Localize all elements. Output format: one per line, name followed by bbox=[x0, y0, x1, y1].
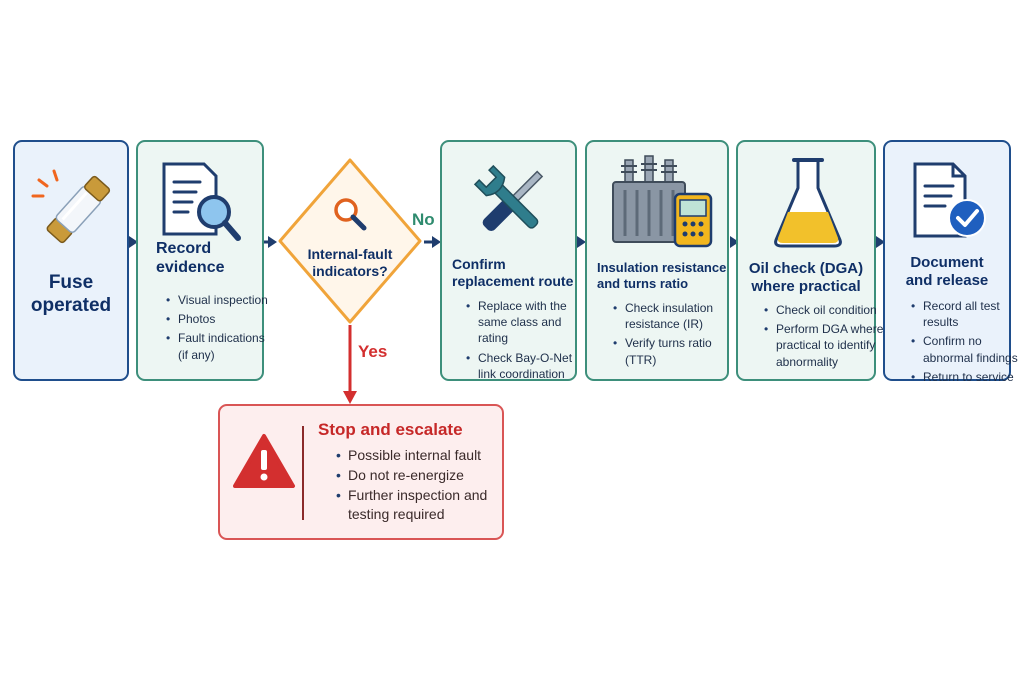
confirm-list: Replace with the same class and rating C… bbox=[464, 298, 590, 385]
step-confirm-replacement: Confirm replacement route Replace with t… bbox=[440, 140, 577, 381]
decision-internal-fault: Internal-fault indicators? bbox=[276, 156, 424, 326]
escalate-divider bbox=[302, 426, 304, 520]
arrow-decision-to-confirm bbox=[424, 234, 442, 250]
oil-title: Oil check (DGA) where practical bbox=[748, 260, 864, 295]
document-title: Document and release bbox=[905, 254, 989, 289]
list-item: Check oil condition bbox=[764, 302, 888, 318]
transformer-meter-icon bbox=[607, 154, 717, 250]
tools-icon bbox=[468, 160, 554, 244]
list-item: Verify turns ratio (TTR) bbox=[613, 335, 741, 367]
list-item: Perform DGA where practical to identify … bbox=[764, 321, 888, 370]
arrow-insulation-to-oil bbox=[729, 234, 741, 250]
magnifier-icon bbox=[332, 196, 368, 232]
step-oil-check: Oil check (DGA) where practical Check oi… bbox=[736, 140, 883, 381]
list-item: Check insulation resistance (IR) bbox=[613, 300, 741, 332]
insulation-list: Check insulation resistance (IR) Verify … bbox=[611, 300, 741, 371]
list-item: Photos bbox=[166, 311, 276, 327]
decision-title: Internal-fault indicators? bbox=[307, 246, 393, 279]
list-item: Further inspection and testing required bbox=[336, 486, 516, 522]
flask-icon bbox=[772, 154, 844, 250]
document-list: Record all test results Confirm no abnor… bbox=[909, 298, 1024, 388]
record-title: Record evidence bbox=[156, 240, 225, 277]
document-check-icon bbox=[907, 160, 993, 244]
oil-list: Check oil condition Perform DGA where pr… bbox=[762, 302, 888, 373]
list-item: Confirm no abnormal findings bbox=[911, 333, 1024, 365]
step-fuse-operated: Fuse operated bbox=[13, 140, 129, 381]
branch-no-label: No bbox=[412, 210, 435, 229]
confirm-title: Confirm replacement route bbox=[452, 256, 574, 289]
fuse-title: Fuse operated bbox=[30, 272, 112, 316]
arrow-record-to-decision bbox=[264, 234, 278, 250]
escalate-list: Possible internal fault Do not re-energi… bbox=[334, 446, 516, 526]
escalate-title: Stop and escalate bbox=[318, 420, 463, 439]
list-item: Return to service bbox=[911, 369, 1024, 385]
step-document-release: Document and release Record all test res… bbox=[883, 140, 1018, 385]
step-record-evidence: Record evidence Visual inspection Photos… bbox=[136, 140, 268, 381]
fuse-icon bbox=[27, 166, 119, 250]
insulation-title: Insulation resistance and turns ratio bbox=[597, 260, 727, 291]
list-item: Replace with the same class and rating bbox=[466, 298, 590, 347]
list-item: Do not re-energize bbox=[336, 466, 516, 484]
step-stop-escalate: Stop and escalate Possible internal faul… bbox=[218, 404, 504, 540]
arrow-fuse-to-record bbox=[129, 234, 139, 250]
record-list: Visual inspection Photos Fault indicatio… bbox=[164, 292, 276, 366]
arrow-decision-to-escalate bbox=[342, 325, 358, 405]
list-item: Visual inspection bbox=[166, 292, 276, 308]
list-item: Record all test results bbox=[911, 298, 1024, 330]
branch-yes-label: Yes bbox=[358, 342, 388, 361]
list-item: Possible internal fault bbox=[336, 446, 516, 464]
arrow-confirm-to-insulation bbox=[577, 234, 587, 250]
step-insulation-turns: Insulation resistance and turns ratio Ch… bbox=[585, 140, 729, 381]
document-search-icon bbox=[156, 160, 246, 246]
warning-icon bbox=[232, 432, 296, 490]
list-item: Check Bay-O-Net link coordination bbox=[466, 350, 590, 382]
list-item: Fault indications (if any) bbox=[166, 330, 276, 362]
arrow-oil-to-document bbox=[876, 234, 886, 250]
